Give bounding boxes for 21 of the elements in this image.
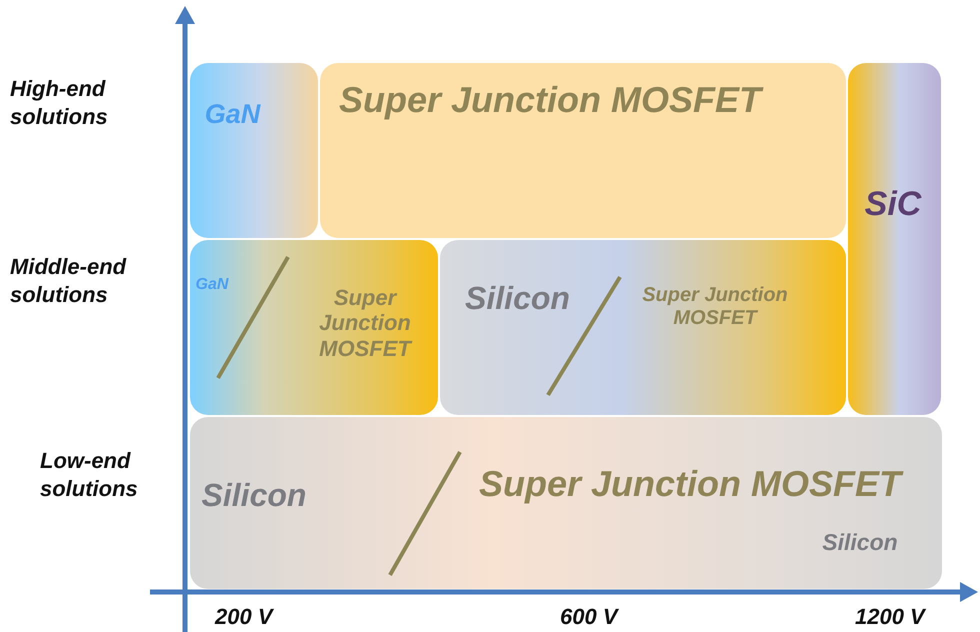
tier-label: Middle-end solutions bbox=[10, 253, 128, 308]
technology-label: GaN bbox=[194, 276, 230, 294]
band-box bbox=[190, 240, 438, 415]
technology-label: GaN bbox=[204, 99, 262, 130]
band-box bbox=[190, 417, 942, 589]
technology-label: Silicon bbox=[464, 280, 571, 317]
technology-label: Silicon bbox=[200, 477, 308, 514]
tier-label: High-end solutions bbox=[10, 75, 109, 130]
band-box bbox=[848, 63, 941, 415]
technology-label: Super Junction MOSFET bbox=[641, 284, 789, 330]
voltage-label: 200 V bbox=[215, 603, 275, 630]
band-box bbox=[320, 63, 846, 238]
band-box bbox=[440, 240, 846, 415]
tier-label: Low-end solutions bbox=[40, 447, 139, 502]
technology-label: Super Junction MOSFET bbox=[318, 285, 414, 361]
voltage-label: 1200 V bbox=[855, 603, 927, 630]
technology-label: Super Junction MOSFET bbox=[460, 463, 920, 504]
technology-label: Silicon bbox=[821, 529, 899, 556]
band-box bbox=[190, 63, 318, 238]
voltage-label: 600 V bbox=[560, 603, 620, 630]
technology-label: Super Junction MOSFET bbox=[330, 79, 770, 120]
